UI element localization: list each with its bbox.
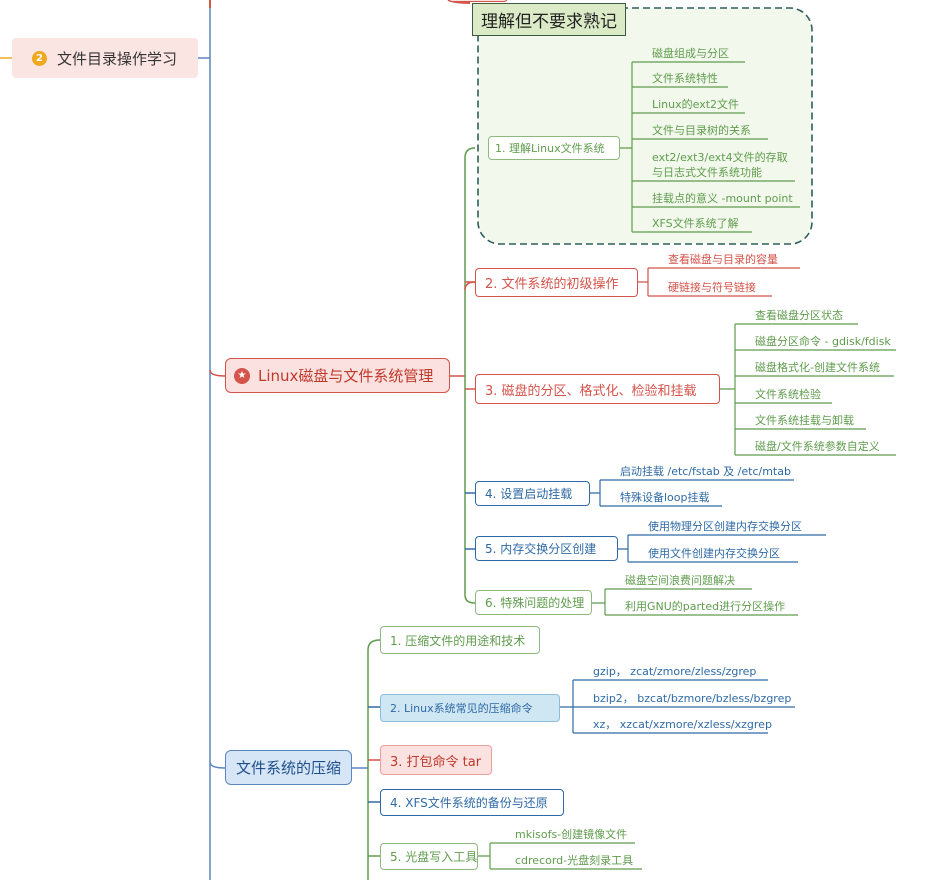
branch-xfs-backup[interactable]: 4. XFS文件系统的备份与还原 [380,789,564,816]
branch-partition-format-mount[interactable]: 3. 磁盘的分区、格式化、检验和挂载 [475,374,720,404]
node-linux-disk-fs[interactable]: ★ Linux磁盘与文件系统管理 [225,358,450,393]
leaf-b1-5[interactable]: 与日志式文件系统功能 [652,166,762,179]
leaf-b4-0[interactable]: 启动挂载 /etc/fstab 及 /etc/mtab [620,465,791,478]
leaf-b3-0[interactable]: 查看磁盘分区状态 [755,309,843,322]
leaf-c2-2[interactable]: xz， xzcat/xzmore/xzless/xzgrep [593,718,772,731]
leaf-b5-0[interactable]: 使用物理分区创建内存交换分区 [648,520,802,533]
leaf-b1-7[interactable]: XFS文件系统了解 [652,217,739,230]
leaf-b1-6[interactable]: 挂载点的意义 -mount point [652,192,793,205]
branch-fs-basic-ops[interactable]: 2. 文件系统的初级操作 [475,268,638,297]
leaf-b3-1[interactable]: 磁盘分区命令 - gdisk/fdisk [755,335,891,348]
branch-swap-create[interactable]: 5. 内存交换分区创建 [475,536,618,561]
leaf-b4-1[interactable]: 特殊设备loop挂载 [620,491,710,504]
leaf-b3-3[interactable]: 文件系统检验 [755,388,821,401]
leaf-b5-1[interactable]: 使用文件创建内存交换分区 [648,547,780,560]
leaf-c5-0[interactable]: mkisofs-创建镜像文件 [515,828,628,841]
leaf-b3-5[interactable]: 磁盘/文件系统参数自定义 [755,440,880,453]
leaf-c5-1[interactable]: cdrecord-光盘刻录工具 [515,854,634,867]
leaf-b1-0[interactable]: 磁盘组成与分区 [652,47,729,60]
branch-compress-purpose[interactable]: 1. 压缩文件的用途和技术 [380,626,540,654]
leaf-c2-1[interactable]: bzip2， bzcat/bzmore/bzless/bzgrep [593,692,792,705]
leaf-c2-0[interactable]: gzip， zcat/zmore/zless/zgrep [593,665,757,678]
topic-label: 文件目录操作学习 [57,49,178,68]
leaf-b6-0[interactable]: 磁盘空间浪费问题解决 [625,574,735,587]
partial-node-top [448,0,508,2]
node-label: Linux磁盘与文件系统管理 [258,367,434,385]
branch-common-compress-cmds[interactable]: 2. Linux系统常见的压缩命令 [380,694,560,722]
branch-special-issues[interactable]: 6. 特殊问题的处理 [475,590,592,615]
leaf-b6-1[interactable]: 利用GNU的parted进行分区操作 [625,600,786,613]
star-icon: ★ [234,367,250,384]
branch-understand-fs[interactable]: 1. 理解Linux文件系统 [488,136,620,160]
branch-tar-command[interactable]: 3. 打包命令 tar [380,745,492,775]
leaf-b1-3[interactable]: 文件与目录树的关系 [652,124,751,137]
leaf-b1-1[interactable]: 文件系统特性 [652,72,718,85]
leaf-b2-1[interactable]: 硬链接与符号链接 [668,281,756,294]
callout-label: 理解但不要求熟记 [472,3,626,36]
branch-boot-mount[interactable]: 4. 设置启动挂载 [475,481,590,506]
leaf-b1-4[interactable]: ext2/ext3/ext4文件的存取 [652,151,788,164]
number-badge: 2 [32,50,47,66]
topic-file-directory[interactable]: 2 文件目录操作学习 [12,38,198,78]
leaf-b3-4[interactable]: 文件系统挂载与卸载 [755,414,854,427]
leaf-b2-0[interactable]: 查看磁盘与目录的容量 [668,253,778,266]
branch-disc-write-tools[interactable]: 5. 光盘写入工具 [380,843,478,870]
leaf-b3-2[interactable]: 磁盘格式化-创建文件系统 [755,361,880,374]
leaf-b1-2[interactable]: Linux的ext2文件 [652,98,740,111]
node-fs-compression[interactable]: 文件系统的压缩 [225,750,352,785]
